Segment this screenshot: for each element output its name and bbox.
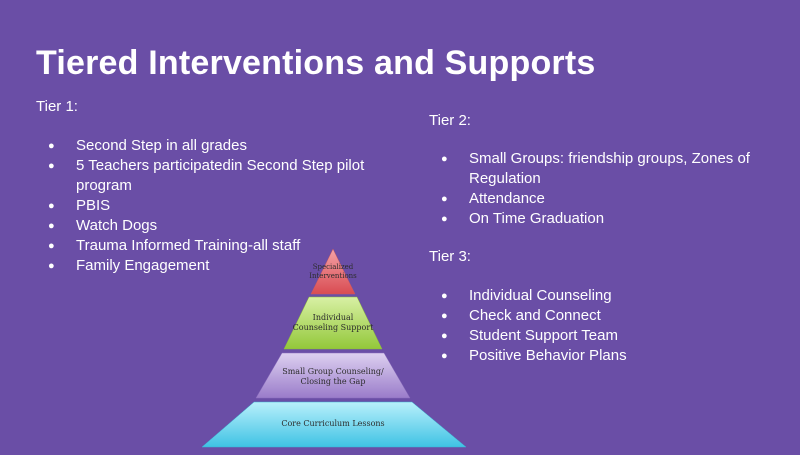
tier1-section: Tier 1: Second Step in all grades 5 Teac… [36, 97, 376, 276]
tier-pyramid-diagram: Specialized Interventions Individual Cou… [200, 247, 470, 450]
pyramid-level-core [201, 401, 467, 448]
pyramid-label-specialized: Specialized Interventions [309, 263, 357, 280]
list-item: Positive Behavior Plans [429, 346, 769, 366]
tier3-heading: Tier 3: [429, 248, 471, 265]
tier2-section: Tier 2: Small Groups: friendship groups,… [429, 111, 769, 229]
list-item: Watch Dogs [36, 216, 376, 236]
tier2-list: Small Groups: friendship groups, Zones o… [429, 149, 769, 229]
list-item: Second Step in all grades [36, 136, 376, 156]
pyramid-level-specialized [310, 248, 356, 295]
pyramid-label-small-group: Small Group Counseling/ Closing the Gap [282, 367, 384, 386]
list-item: Individual Counseling [429, 286, 769, 306]
pyramid-label-core: Core Curriculum Lessons [281, 419, 385, 428]
list-item: PBIS [36, 196, 376, 216]
pyramid-label-individual: Individual Counseling Support [292, 313, 374, 332]
pyramid-level-individual [283, 296, 383, 350]
pyramid-level-small-group [255, 352, 411, 399]
tier2-heading: Tier 2: [429, 112, 471, 129]
tier1-list: Second Step in all grades 5 Teachers par… [36, 136, 376, 276]
list-item: Attendance [429, 189, 769, 209]
list-item: Student Support Team [429, 326, 769, 346]
list-item: Check and Connect [429, 306, 769, 326]
slide-title: Tiered Interventions and Supports [36, 44, 596, 82]
list-item: Family Engagement [36, 256, 376, 276]
list-item: Trauma Informed Training-all staff [36, 236, 376, 256]
list-item: On Time Graduation [429, 209, 769, 229]
list-item: Small Groups: friendship groups, Zones o… [429, 149, 769, 189]
tier3-list: Individual Counseling Check and Connect … [429, 286, 769, 366]
tier1-heading: Tier 1: [36, 98, 78, 115]
list-item: 5 Teachers participatedin Second Step pi… [36, 156, 376, 196]
tier3-section: Tier 3: Individual Counseling Check and … [429, 247, 769, 366]
pyramid-graphic [201, 248, 467, 448]
